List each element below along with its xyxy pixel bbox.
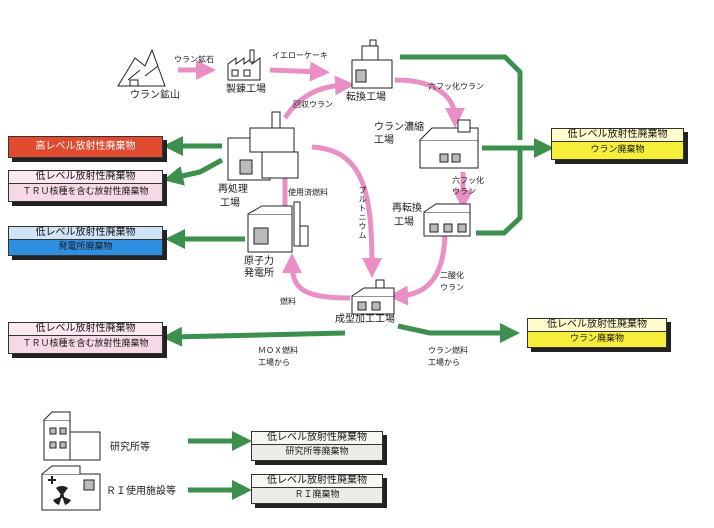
label-flow-ore: ウラン鉱石 [174,55,214,64]
label-flow-spent-fuel: 使用済燃料 [288,188,328,197]
flow-conversion-to-uranium-waste [400,54,523,140]
flow-to-tru2 [162,326,346,347]
waste-box-ri: 低レベル放射性廃棄物 ＲＩ廃棄物 [251,474,383,504]
waste-lab-line2: 研究所等廃棄物 [285,447,349,457]
waste-uranium1-line2: ウラン廃棄物 [590,145,645,155]
flow-fuel [282,253,351,301]
label-refinery: 製錬工場 [226,84,266,95]
label-flow-recovered-uranium: 回収ウラン [293,100,333,109]
ri-facility-icon [41,465,101,511]
label-flow-fuel: 燃料 [280,297,296,306]
label-flow-uf6-mid-2: ウラン [452,187,476,196]
lab-building-icon [43,411,101,461]
label-mine: ウラン鉱山 [130,90,180,101]
mine-icon [117,48,166,87]
reprocessing-plant-icon [227,111,299,181]
label-flow-uo2-1: 二酸化 [440,271,464,280]
label-flow-mox-2: 工場から [258,358,290,367]
flow-to-tru1 [163,157,224,186]
label-flow-ufuel-1: ウラン燃料 [428,346,468,355]
flow-plutonium [311,144,382,278]
waste-tru1-line1: 低レベル放射性廃棄物 [9,171,162,184]
waste-box-high-level: 高レベル放射性廃棄物 [8,136,163,158]
waste-ri-line2: ＲＩ廃棄物 [294,490,340,500]
waste-uranium2-line1: 低レベル放射性廃棄物 [528,319,666,332]
waste-uranium1-line1: 低レベル放射性廃棄物 [552,129,683,142]
label-fabrication: 成型加工工場 [335,314,395,325]
label-flow-mox-1: ＭＯＸ燃料 [258,346,298,355]
refinery-icon [227,49,261,81]
label-flow-uf6-top: 六フッ化ウラン [428,82,484,91]
waste-box-tru-2: 低レベル放射性廃棄物 ＴＲＵ核種を含む放射性廃棄物 [8,322,163,354]
waste-flows [162,54,554,500]
waste-high-label: 高レベル放射性廃棄物 [35,141,136,152]
label-reconversion-1: 再転換 [392,203,422,214]
waste-uranium2-line2: ウラン廃棄物 [569,334,624,344]
waste-tru1-line2: ＴＲＵ核種を含む放射性廃棄物 [22,187,149,197]
label-reconversion-2: 工場 [394,217,414,228]
conversion-plant-icon [351,39,393,89]
label-reprocessing-2: 工場 [220,198,240,209]
waste-box-lab: 低レベル放射性廃棄物 研究所等廃棄物 [251,431,383,461]
waste-box-uranium-2: 低レベル放射性廃棄物 ウラン廃棄物 [527,318,667,348]
waste-ri-line1: 低レベル放射性廃棄物 [252,475,382,488]
label-enrichment-1: ウラン濃縮 [374,122,424,133]
flow-recovered-uranium [282,75,355,120]
waste-lab-line1: 低レベル放射性廃棄物 [252,432,382,445]
flow-uo2 [388,229,448,306]
enrichment-plant-icon [419,119,479,169]
label-flow-plutonium: プルトニウム [358,186,367,240]
label-ri: ＲＩ使用施設等 [106,486,176,497]
radiation-icon [53,486,71,505]
flow-to-uranium2 [397,323,520,343]
waste-npp-line1: 低レベル放射性廃棄物 [9,227,162,240]
label-flow-yellowcake: イエローケーキ [272,51,328,60]
flow-reconversion-to-uranium-waste [476,150,523,236]
waste-tru2-line2: ＴＲＵ核種を含む放射性廃棄物 [22,339,149,349]
flow-uf6-to-enrichment [394,77,465,128]
reconversion-plant-icon [423,203,471,237]
label-flow-ufuel-2: 工場から [428,358,460,367]
waste-box-uranium-1: 低レベル放射性廃棄物 ウラン廃棄物 [551,128,684,160]
label-reprocessing-1: 再処理 [218,184,248,195]
label-npp-2: 発電所 [244,268,274,279]
label-enrichment-2: 工場 [374,135,394,146]
label-npp-1: 原子力 [244,256,274,267]
material-flows [178,60,473,306]
flow-yellowcake [269,61,330,82]
label-flow-uo2-2: ウラン [440,283,464,292]
label-conversion: 転換工場 [346,92,386,103]
waste-box-npp: 低レベル放射性廃棄物 発電所廃棄物 [8,226,163,256]
label-lab: 研究所等 [110,442,150,453]
waste-tru2-line1: 低レベル放射性廃棄物 [9,323,162,336]
power-plant-icon [247,201,309,253]
fabrication-plant-icon [351,279,395,315]
waste-npp-line2: 発電所廃棄物 [58,242,113,252]
label-flow-uf6-mid-1: 六フッ化 [452,176,484,185]
waste-box-tru-1: 低レベル放射性廃棄物 ＴＲＵ核種を含む放射性廃棄物 [8,170,163,202]
